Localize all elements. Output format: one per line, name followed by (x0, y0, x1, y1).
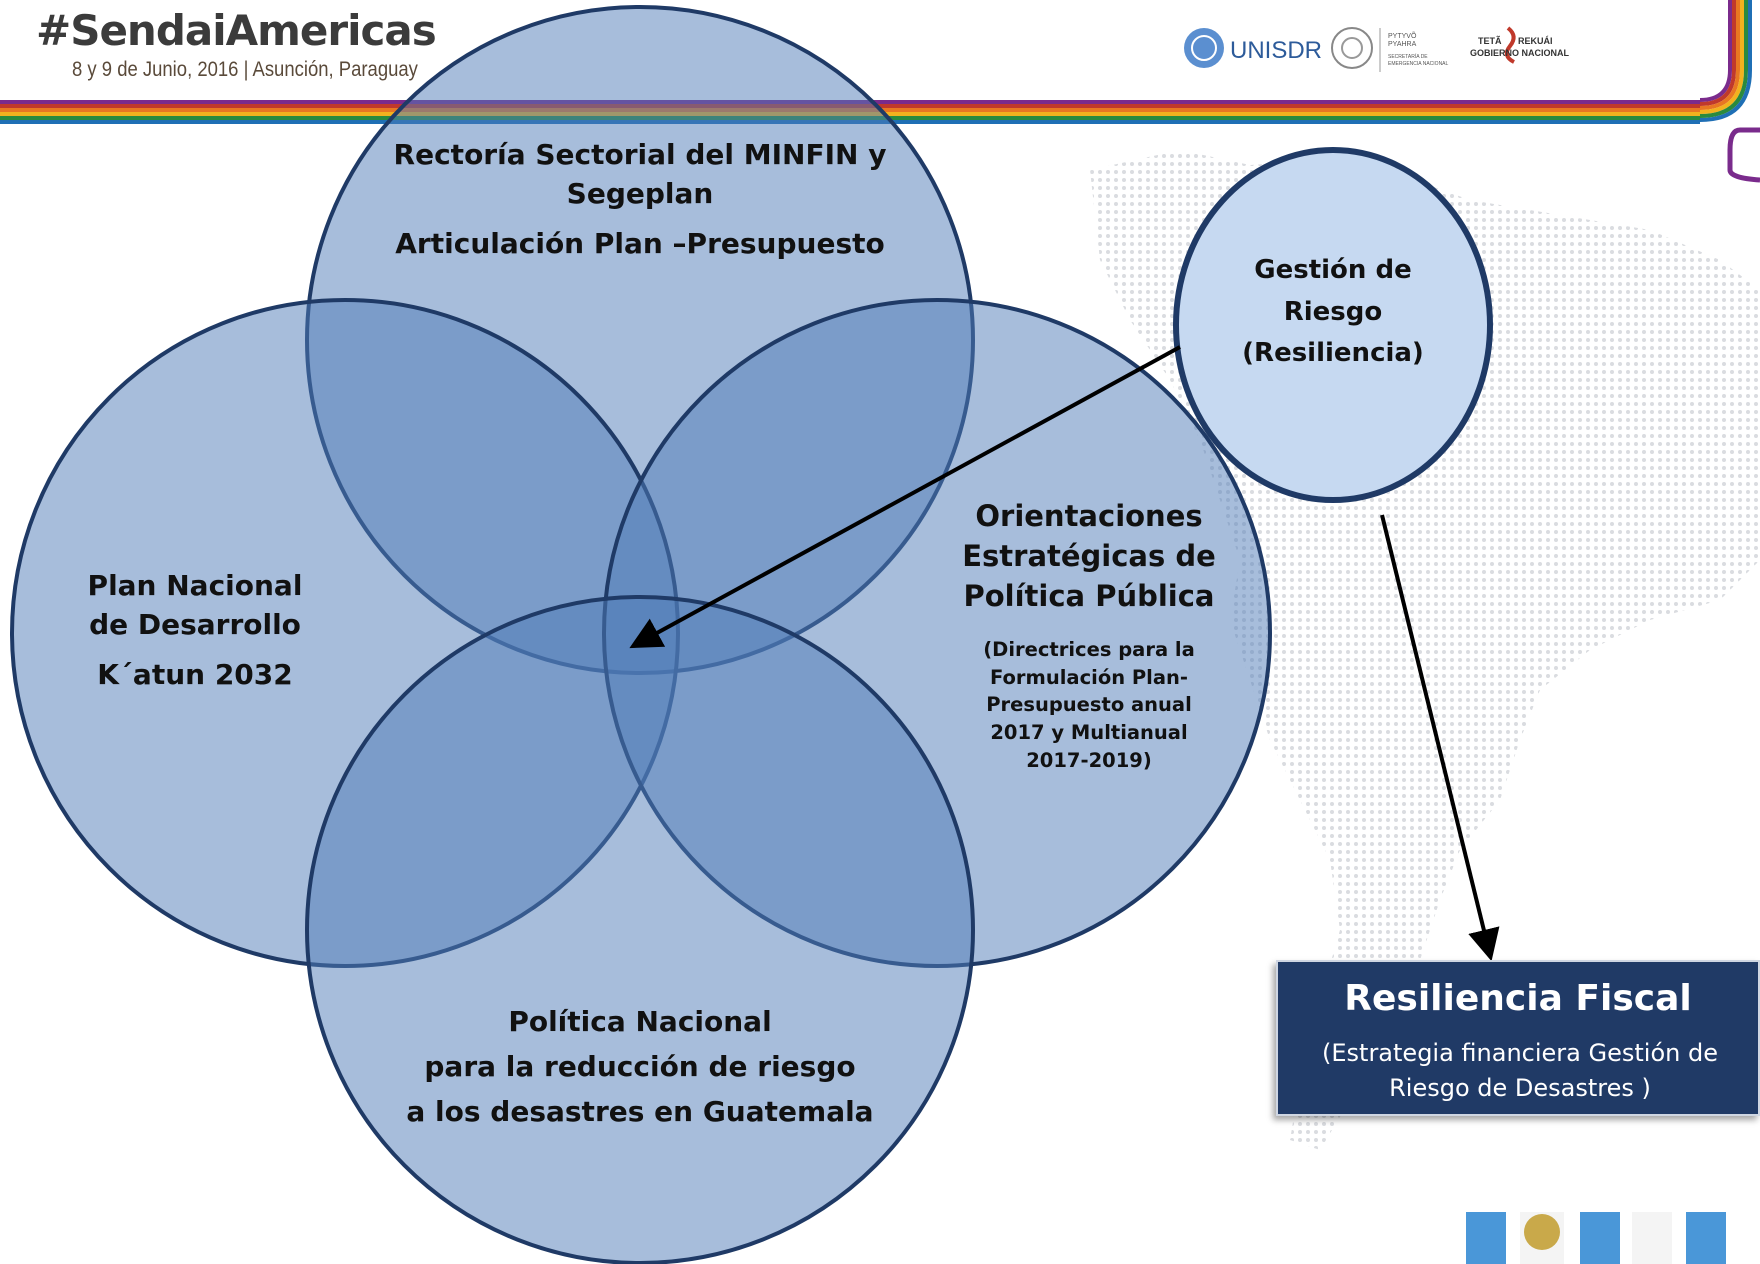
label-right: Orientaciones Estratégicas de Política P… (944, 496, 1234, 616)
label-left-line1: Plan Nacional (87, 569, 303, 602)
label-bottom: Política Nacional para la reducción de r… (380, 1000, 900, 1134)
svg-text:PYTYVÕ: PYTYVÕ (1388, 31, 1417, 40)
sen-logo: PYTYVÕ PYAHRA SECRETARÍA DE EMERGENCIA N… (1379, 28, 1449, 72)
svg-text:REKUÁI: REKUÁI (1518, 36, 1553, 46)
detail-line: 2017-2019) (1026, 748, 1152, 772)
detail-line: 2017 y Multianual (990, 721, 1188, 745)
label-right-line3: Política Pública (963, 579, 1215, 614)
svg-text:SECRETARÍA DE: SECRETARÍA DE (1388, 53, 1428, 60)
svg-text:EMERGENCIA NACIONAL: EMERGENCIA NACIONAL (1388, 61, 1449, 67)
event-date-place: 8 y 9 de Junio, 2016 | Asunción, Paragua… (72, 58, 418, 81)
label-risk-line1: Gestión de (1254, 255, 1412, 285)
label-left-line3: K´atun 2032 (97, 658, 293, 692)
detail-line: (Directrices para la (983, 638, 1195, 661)
unisdr-logo: UNISDR (1184, 28, 1322, 68)
guatemala-flag-emblem (1466, 1212, 1726, 1264)
label-right-detail: (Directrices para la Formulación Plan- P… (964, 636, 1214, 774)
arrow-to-fiscal (1380, 514, 1500, 962)
label-risk-line3: (Resiliencia) (1242, 338, 1424, 369)
detail-line: Presupuesto anual (986, 693, 1192, 717)
partner-logos: UNISDR PYTYVÕ PYAHRA SECRETARÍA DE EMERG… (1184, 26, 1570, 72)
circle-bottom (305, 595, 975, 1264)
paraguay-seal (1331, 27, 1373, 69)
label-left: Plan Nacional de Desarrollo K´atun 2032 (60, 567, 330, 695)
label-risk: Gestión de Riesgo (Resiliencia) (1213, 250, 1453, 375)
event-hashtag: #SendaiAmericas (36, 6, 437, 55)
risk-circle (1173, 147, 1493, 503)
label-left-line2: de Desarrollo (89, 607, 301, 641)
fiscal-resilience-box: Resiliencia Fiscal (Estrategia financier… (1276, 960, 1760, 1116)
label-right-line2: Estratégicas de (962, 539, 1216, 574)
label-risk-line2: Riesgo (1283, 296, 1383, 327)
arrow-to-center (629, 345, 1181, 649)
svg-text:GOBIERNO NACIONAL: GOBIERNO NACIONAL (1470, 48, 1570, 58)
svg-text:PYAHRA: PYAHRA (1388, 41, 1417, 48)
label-bottom-line1: Política Nacional (508, 1005, 772, 1038)
fiscal-box-subtitle: (Estrategia financiera Gestión de Riesgo… (1322, 1039, 1718, 1102)
label-bottom-line3: a los desastres en Guatemala (406, 1094, 874, 1128)
label-bottom-line2: para la reducción de riesgo (424, 1049, 856, 1083)
svg-text:TETÃ: TETÃ (1478, 36, 1502, 46)
label-top: Rectoría Sectorial del MINFIN y Segeplan… (380, 136, 900, 264)
label-top-line3: Articulación Plan –Presupuesto (395, 227, 885, 261)
label-top-line2: Segeplan (566, 176, 714, 210)
fiscal-box-title: Resiliencia Fiscal (1344, 978, 1692, 1019)
venn-diagram (10, 5, 1272, 1264)
svg-text:UNISDR: UNISDR (1230, 37, 1322, 64)
label-right-line1: Orientaciones (975, 499, 1203, 533)
detail-line: Formulación Plan- (989, 665, 1188, 689)
gobierno-nacional-logo: TETÃ REKUÁI GOBIERNO NACIONAL (1470, 26, 1570, 64)
label-top-line1: Rectoría Sectorial del MINFIN y (393, 138, 887, 171)
